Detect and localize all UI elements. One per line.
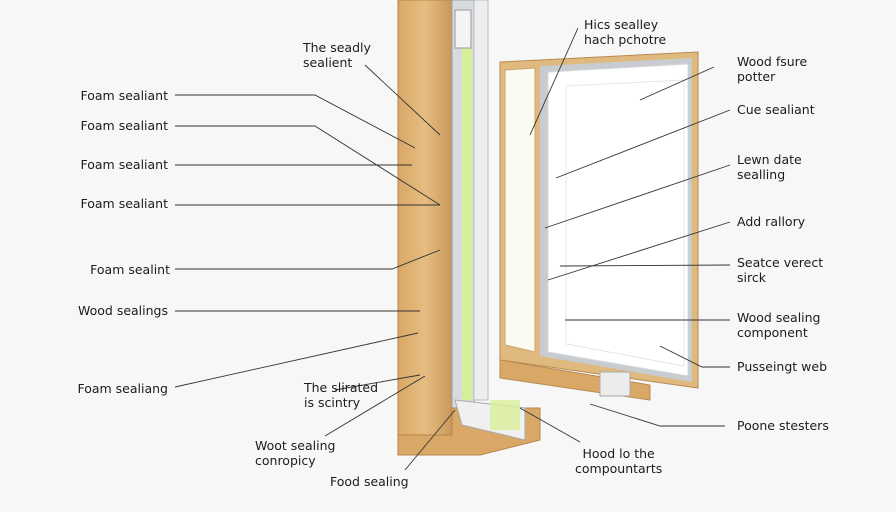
label-line: sirck (737, 270, 766, 285)
left-label-3: Foam sealiant (80, 157, 169, 172)
right-label-7: Pusseingt web (737, 359, 828, 374)
top-right-label-line: Hics sealley (584, 17, 659, 32)
left-label-5: Foam sealint (90, 262, 170, 277)
label-line: Wood fsure (737, 54, 808, 69)
label-line: Wood sealing (737, 310, 821, 325)
left-label-1: Foam sealiant (80, 88, 169, 103)
label-line: Seatce verect (737, 255, 824, 270)
label-line: sealling (737, 167, 786, 182)
label-line: component (737, 325, 808, 340)
label-line: compountarts (575, 461, 663, 476)
right-label-2: Cue sealiant (737, 102, 815, 117)
label-line: Lewn date (737, 152, 802, 167)
label-line: conropicy (255, 453, 316, 468)
label-line: is scintry (304, 395, 361, 410)
left-label-7: Foam sealiang (77, 381, 168, 396)
top-label-line: sealient (303, 55, 353, 70)
left-label-4: Foam sealiant (80, 196, 169, 211)
label-line: Hood lo the (582, 446, 655, 461)
window-frame (499, 51, 699, 401)
label-line: potter (737, 69, 776, 84)
leader-lines (174, 27, 731, 471)
top-right-label-line: hach pchotre (584, 32, 667, 47)
right-label-8: Poone stesters (737, 418, 829, 433)
label-line: Woot sealing (255, 438, 336, 453)
wood-post-section (397, 0, 541, 456)
left-label-6: Wood sealings (77, 303, 168, 318)
top-label-line: The seadly (303, 40, 371, 55)
right-label-4: Add rallory (737, 214, 806, 229)
bottom-label-food: Food sealing (330, 474, 409, 489)
left-label-2: Foam sealiant (80, 118, 169, 133)
label-line: The slirated (304, 380, 379, 395)
